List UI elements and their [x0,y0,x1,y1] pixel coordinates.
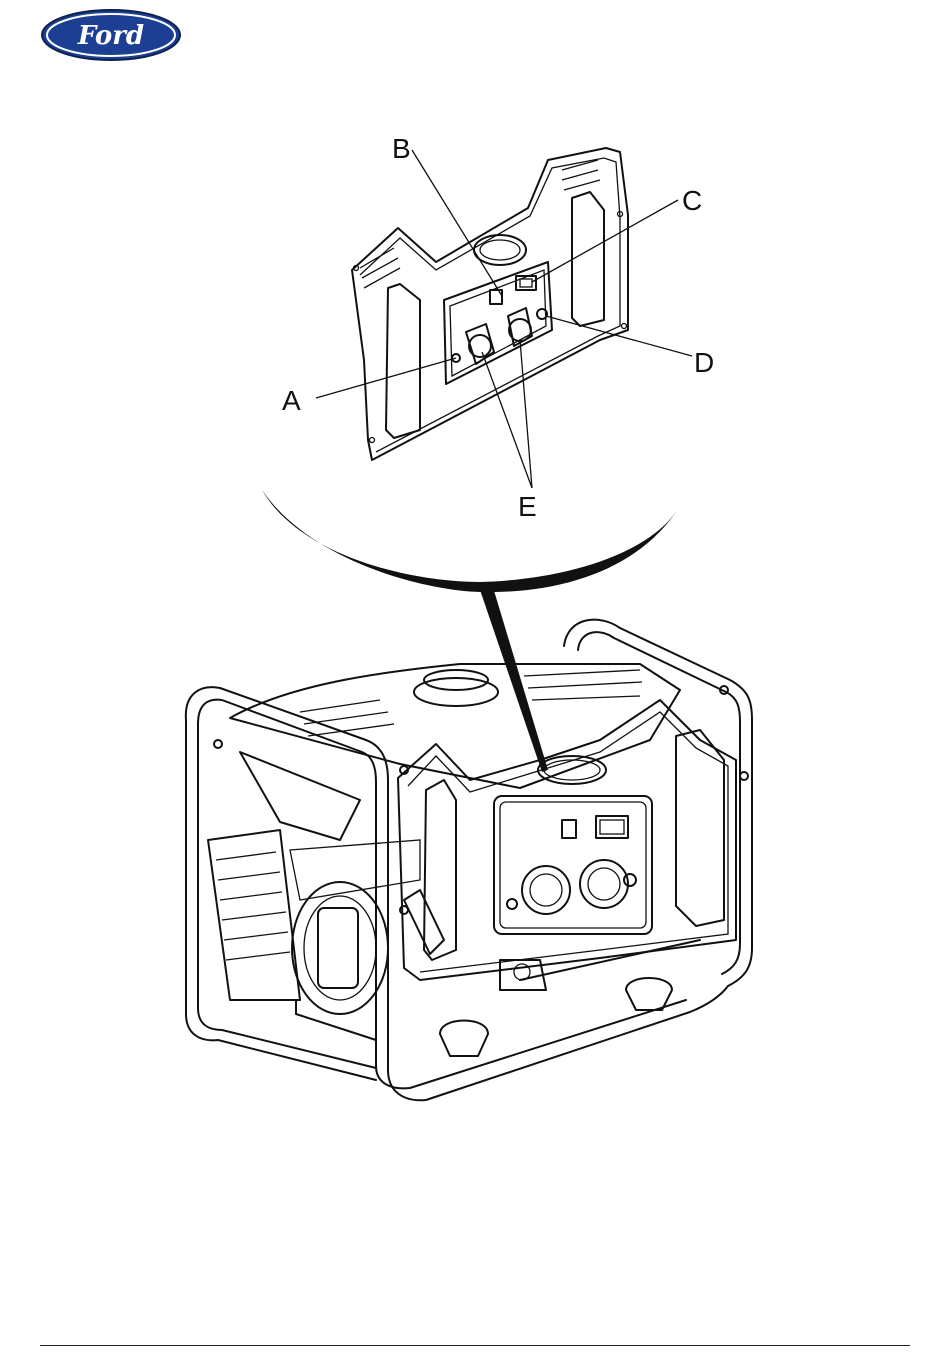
generator-illustration: B C A D E [0,120,950,1120]
generator-body [186,620,752,1101]
callout-d: D [694,347,714,378]
footer-rule [40,1345,910,1346]
ford-logo: Ford [40,8,182,62]
callout-b: B [392,133,411,164]
callout-e: E [518,491,537,522]
detail-control-panel [352,148,628,460]
callout-c: C [682,185,702,216]
ford-logo-text: Ford [77,21,144,51]
magnifier-curve [262,490,680,592]
callout-a: A [282,385,301,416]
